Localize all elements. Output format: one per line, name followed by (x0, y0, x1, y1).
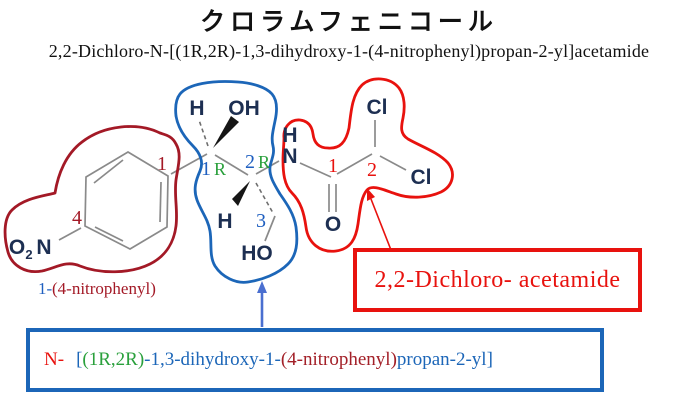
c3-oh-bond (264, 215, 276, 242)
carbonyl-o-label: O (325, 213, 341, 236)
oh-label: OH (228, 97, 260, 120)
red-arrow-head (367, 188, 375, 201)
h2-label: H (217, 210, 232, 233)
dichloroacetamide-outline (281, 77, 454, 253)
nitrophenyl-caption-text: (4-nitrophenyl) (52, 279, 156, 298)
c1-c2-bond (214, 154, 249, 176)
ring-bond (84, 151, 169, 250)
ring-double-bond (94, 226, 124, 242)
nitro-subscript: 2 (25, 247, 32, 262)
c1-h-dashed-bond (198, 119, 209, 147)
c2-c3-dashed-bond (255, 182, 274, 214)
nitro-o-label: O (9, 236, 25, 259)
c2-cl-right-bond (379, 155, 407, 171)
nitro-n-label: N (36, 236, 51, 259)
chain-c1-locant: 1 (201, 158, 211, 180)
ring-double-bond (159, 181, 162, 223)
page-title: クロラムフェニコール (200, 9, 498, 36)
h1-label: H (189, 97, 204, 120)
cl-right-label: Cl (411, 166, 432, 189)
nitrophenyl-caption-locant: 1- (38, 279, 53, 298)
callout-segment-propanyl: propan-2-yl] (396, 349, 493, 370)
ho-label: HO (241, 242, 273, 265)
amide-h-label: H (282, 124, 297, 147)
callout-segment-stereo: (1R,2R) (82, 349, 145, 370)
red-arrow-line (370, 198, 392, 251)
n-carbonyl-bond (299, 162, 332, 178)
chain-c2-locant: 2 (245, 151, 255, 173)
c2-h-wedge-bond (232, 181, 250, 206)
callout-segment-dihydroxy: -1,3-dihydroxy-1- (144, 349, 281, 370)
chain-c3-locant: 3 (256, 210, 266, 232)
dichloroacetamide-callout-label: 2,2-Dichloro- acetamide (374, 266, 621, 293)
blue-callout-arrow (257, 281, 267, 327)
callout-segment-nitrophenyl: (4-nitrophenyl) (280, 349, 397, 370)
nitro-bond (58, 227, 82, 241)
ring-c1-locant: 1 (157, 153, 167, 175)
chain-c1-stereo: R (214, 159, 226, 179)
acetamide-c1-locant: 1 (328, 155, 338, 177)
red-callout-arrow (367, 188, 392, 251)
callout-segment-n: N- (44, 349, 65, 370)
c2-n-bond (255, 160, 280, 175)
cl-top-label: Cl (367, 96, 388, 119)
ring-double-bond (93, 159, 124, 184)
amide-n-label: N (282, 145, 297, 168)
benzene-ring (84, 151, 169, 250)
c1-c2-acetyl-bond (336, 153, 373, 175)
c1-oh-wedge-bond (213, 116, 239, 148)
callout-segment-bracket: [ (76, 349, 83, 370)
dichloroacetamide-callout-box: 2,2-Dichloro- acetamide (353, 248, 642, 312)
acetamide-group (255, 120, 407, 212)
blue-arrow-head (257, 281, 267, 293)
ring-c4-locant: 4 (72, 207, 82, 229)
propanediol-outline (174, 80, 299, 284)
propanyl-callout-box: N- [ (1R,2R) -1,3-dihydroxy-1- (4-nitrop… (26, 328, 604, 392)
chain-c2-stereo: R (258, 152, 270, 172)
acetamide-c2-locant: 2 (367, 159, 377, 181)
nitro-group: O 2 N (9, 227, 82, 262)
nitrophenyl-outline (3, 125, 181, 274)
iupac-name: 2,2-Dichloro-N-[(1R,2R)-1,3-dihydroxy-1-… (48, 41, 650, 61)
